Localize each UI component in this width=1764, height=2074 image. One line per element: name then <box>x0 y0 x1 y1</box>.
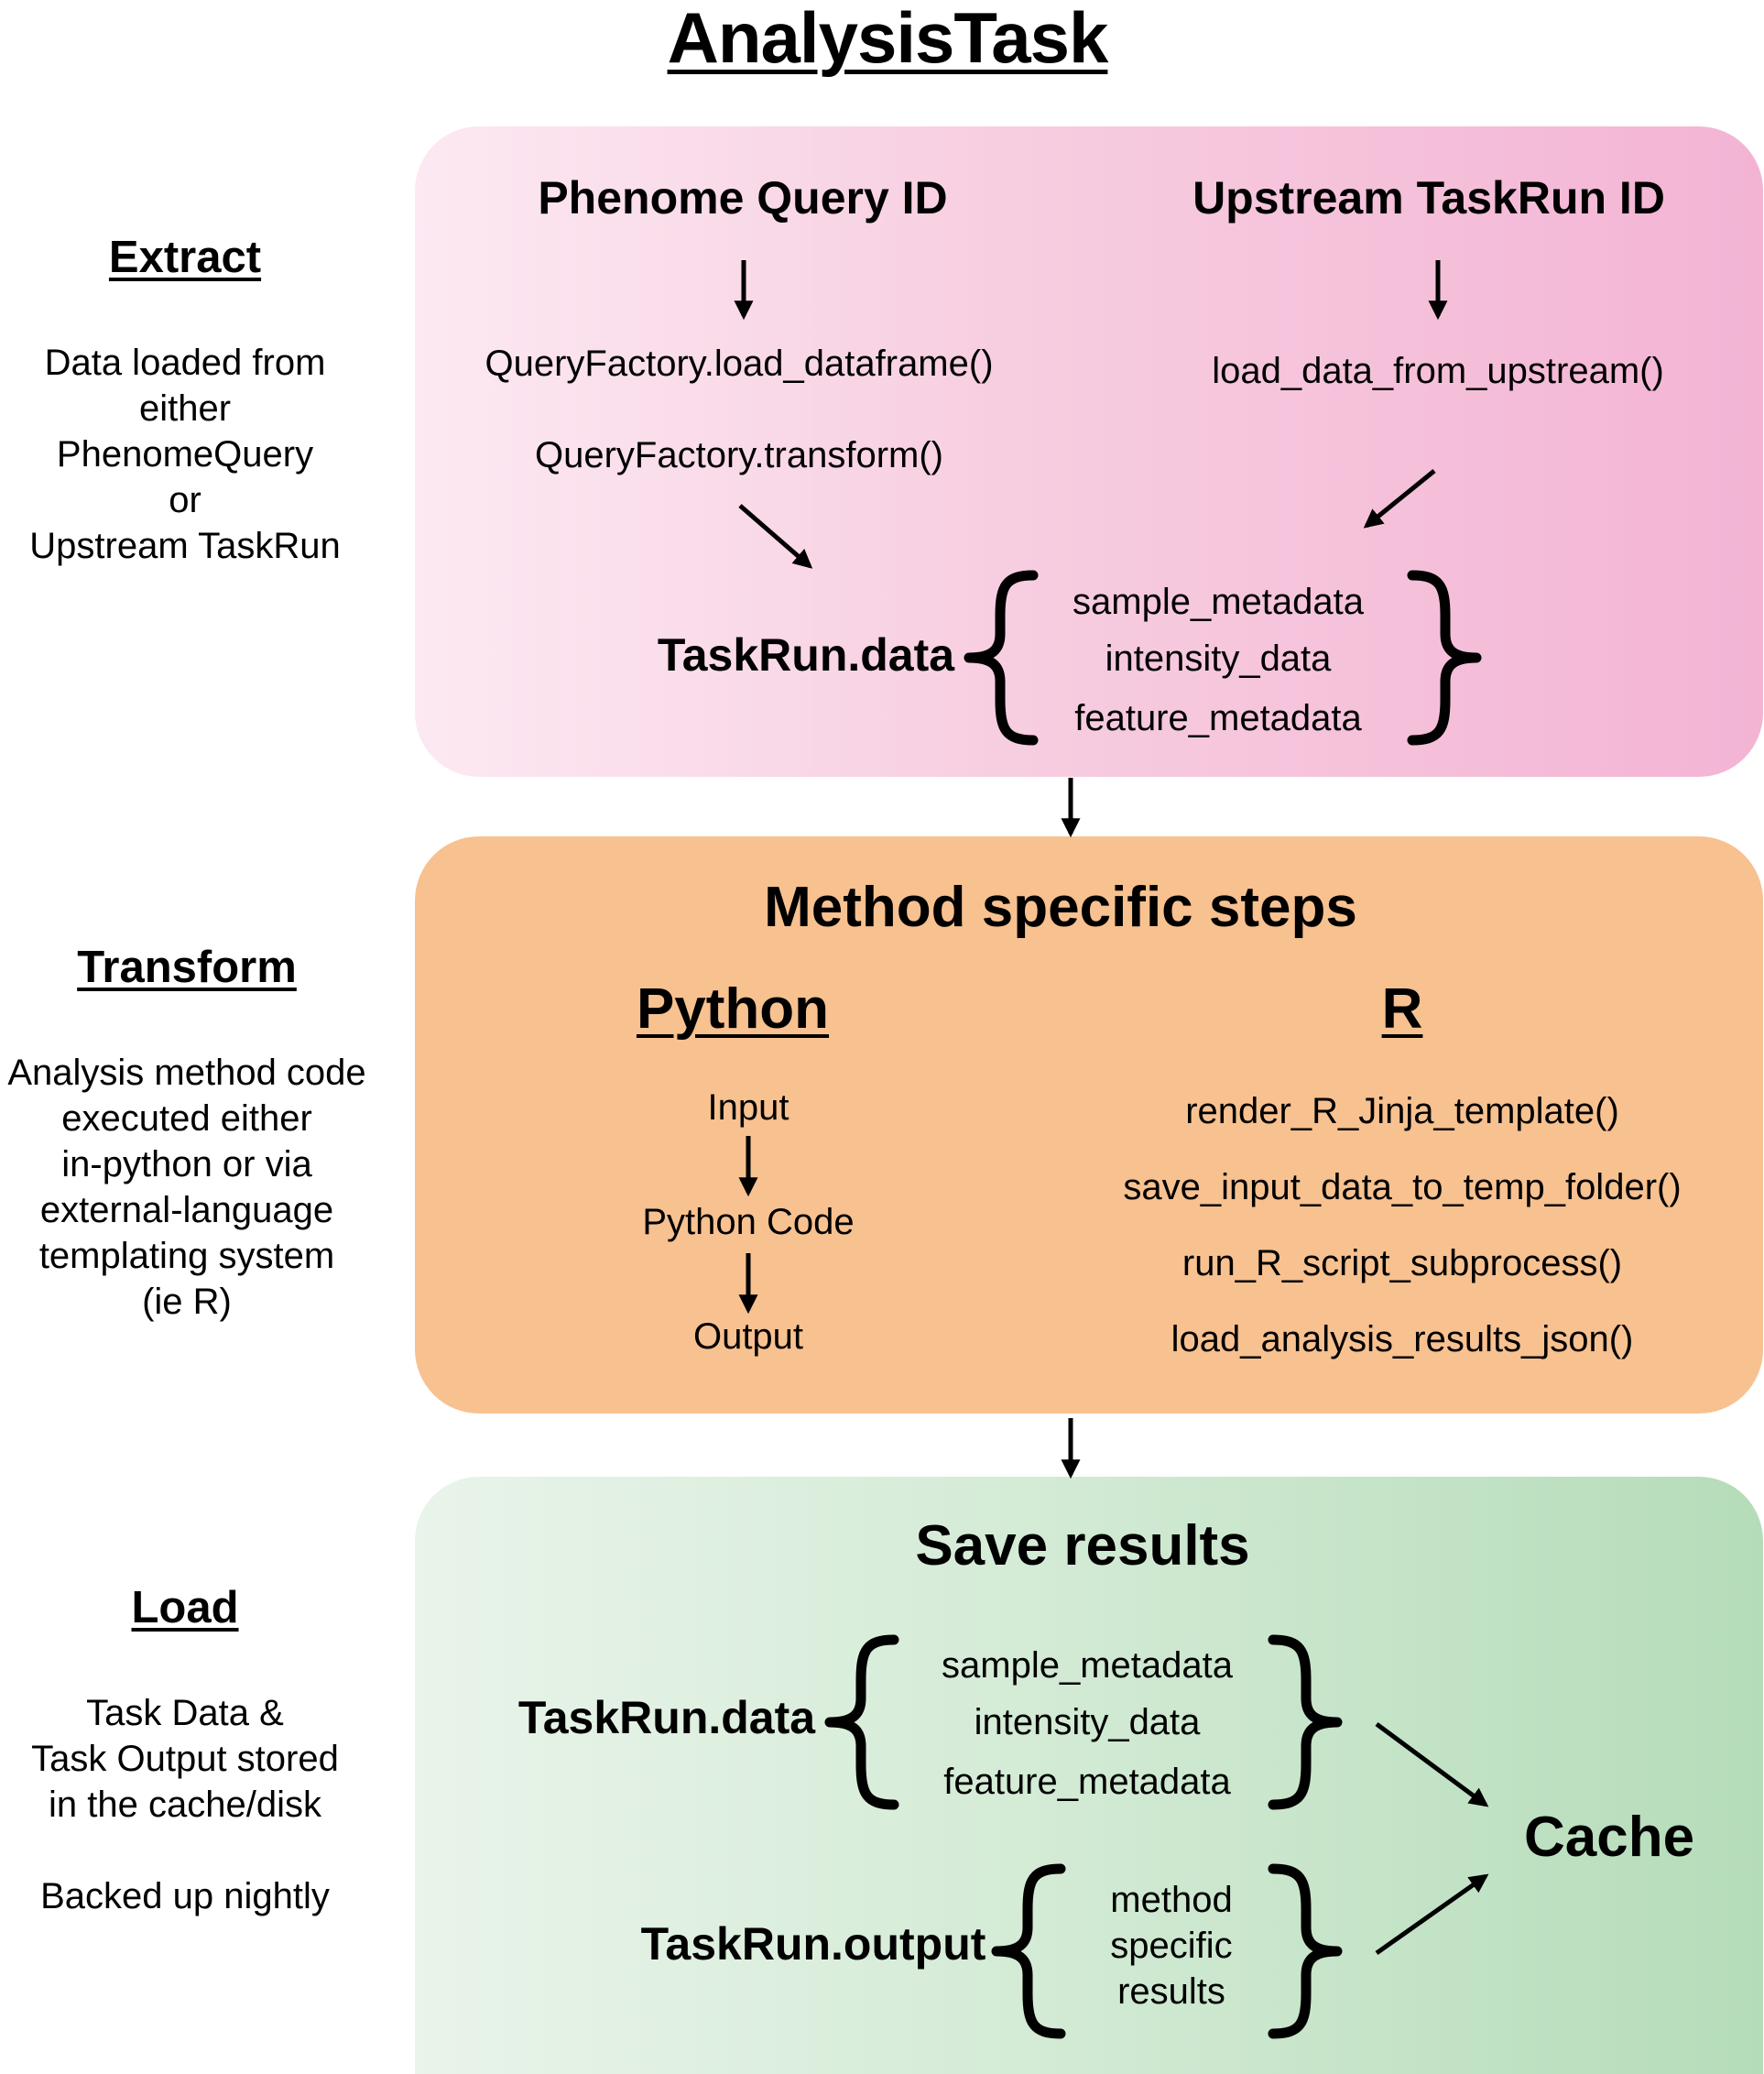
transform-desc-line: executed either <box>61 1098 312 1139</box>
r-step-load-results: load_analysis_results_json() <box>1171 1319 1634 1359</box>
taskrun-data-label: TaskRun.data <box>657 629 955 681</box>
extract-heading: Extract <box>108 233 262 282</box>
diagonal-arrow-icon <box>1375 1873 1489 1956</box>
load-panel <box>415 1477 1763 2074</box>
right-brace-icon <box>1268 1863 1343 2039</box>
transform-desc-line: external-language <box>39 1190 334 1230</box>
extract-desc-line: Upstream TaskRun <box>29 526 341 566</box>
extract-desc-line: or <box>169 480 201 520</box>
output-item-results: results <box>1117 1971 1225 2012</box>
data-item-sample-metadata: sample_metadata <box>1073 582 1364 622</box>
transform-panel <box>415 836 1763 1414</box>
right-brace-icon <box>1407 570 1482 746</box>
transform-desc-line: templating system <box>38 1236 335 1276</box>
method-steps-title: Method specific steps <box>764 876 1357 939</box>
python-step-input: Input <box>707 1087 789 1128</box>
r-step-save-input: save_input_data_to_temp_folder() <box>1123 1167 1682 1207</box>
data-item-feature-metadata: feature_metadata <box>1074 698 1362 738</box>
data-item-sample-metadata: sample_metadata <box>942 1645 1233 1686</box>
load-desc-line: Task Data & <box>86 1693 284 1733</box>
extract-desc-line: either <box>138 388 232 429</box>
r-step-render-template: render_R_Jinja_template() <box>1185 1091 1619 1131</box>
diagram-title: AnalysisTask <box>667 0 1109 78</box>
python-step-code: Python Code <box>642 1202 855 1242</box>
backup-note: Backed up nightly <box>40 1876 330 1916</box>
r-heading: R <box>1381 977 1423 1041</box>
extract-desc-line: PhenomeQuery <box>56 434 314 475</box>
load-dataframe-call: QueryFactory.load_dataframe() <box>485 344 994 384</box>
data-item-feature-metadata: feature_metadata <box>943 1762 1231 1802</box>
upstream-taskrun-id-label: Upstream TaskRun ID <box>1192 172 1665 224</box>
load-desc-line: in the cache/disk <box>49 1785 321 1825</box>
extract-panel <box>415 126 1763 777</box>
left-brace-icon <box>824 1634 899 1810</box>
left-brace-icon <box>991 1863 1066 2039</box>
taskrun-data-label: TaskRun.data <box>517 1692 816 1743</box>
diagonal-arrow-icon <box>1363 469 1436 529</box>
output-item-specific: specific <box>1110 1926 1233 1966</box>
python-heading: Python <box>636 977 830 1041</box>
phenome-query-id-label: Phenome Query ID <box>538 172 948 224</box>
transform-call: QueryFactory.transform() <box>535 435 943 475</box>
data-item-intensity-data: intensity_data <box>974 1702 1201 1742</box>
data-item-intensity-data: intensity_data <box>1105 639 1332 679</box>
r-step-run-script: run_R_script_subprocess() <box>1181 1243 1623 1283</box>
transform-desc-line: in-python or via <box>61 1144 312 1184</box>
transform-desc-line: Analysis method code <box>7 1053 366 1093</box>
left-brace-icon <box>964 570 1039 746</box>
extract-desc-line: Data loaded from <box>44 343 326 383</box>
load-desc-line: Task Output stored <box>31 1739 339 1779</box>
diagonal-arrow-icon <box>738 504 813 569</box>
save-results-title: Save results <box>915 1514 1250 1577</box>
load-heading: Load <box>131 1583 239 1632</box>
load-description: Task Data & Task Output stored in the ca… <box>31 1690 339 1828</box>
diagonal-arrow-icon <box>1375 1721 1489 1807</box>
load-upstream-call: load_data_from_upstream() <box>1212 351 1664 391</box>
transform-desc-line: (ie R) <box>142 1282 232 1322</box>
cache-label: Cache <box>1523 1806 1695 1869</box>
right-brace-icon <box>1268 1634 1343 1810</box>
extract-description: Data loaded from either PhenomeQuery or … <box>29 340 340 569</box>
taskrun-output-label: TaskRun.output <box>640 1918 986 1970</box>
python-step-output: Output <box>692 1316 804 1357</box>
transform-description: Analysis method code executed either in-… <box>7 1050 365 1325</box>
transform-heading: Transform <box>77 943 297 992</box>
output-item-method: method <box>1110 1880 1233 1920</box>
